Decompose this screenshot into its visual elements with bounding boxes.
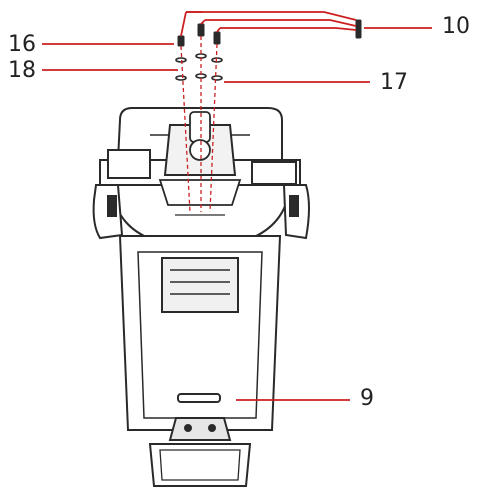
callout-17: 17 bbox=[380, 70, 408, 95]
callout-18: 18 bbox=[8, 58, 36, 83]
assembly-axis-lines bbox=[180, 36, 218, 213]
callout-16: 16 bbox=[8, 32, 36, 57]
fastener-stack bbox=[175, 19, 362, 81]
center-mount bbox=[158, 111, 242, 216]
callout-10: 10 bbox=[442, 14, 470, 39]
leader-lines bbox=[42, 11, 432, 401]
foot-block bbox=[148, 417, 252, 487]
upper-housing bbox=[99, 107, 301, 250]
right-bracket bbox=[251, 161, 310, 240]
left-bracket bbox=[92, 149, 151, 240]
base-plate bbox=[118, 235, 282, 431]
callout-9: 9 bbox=[360, 386, 374, 411]
